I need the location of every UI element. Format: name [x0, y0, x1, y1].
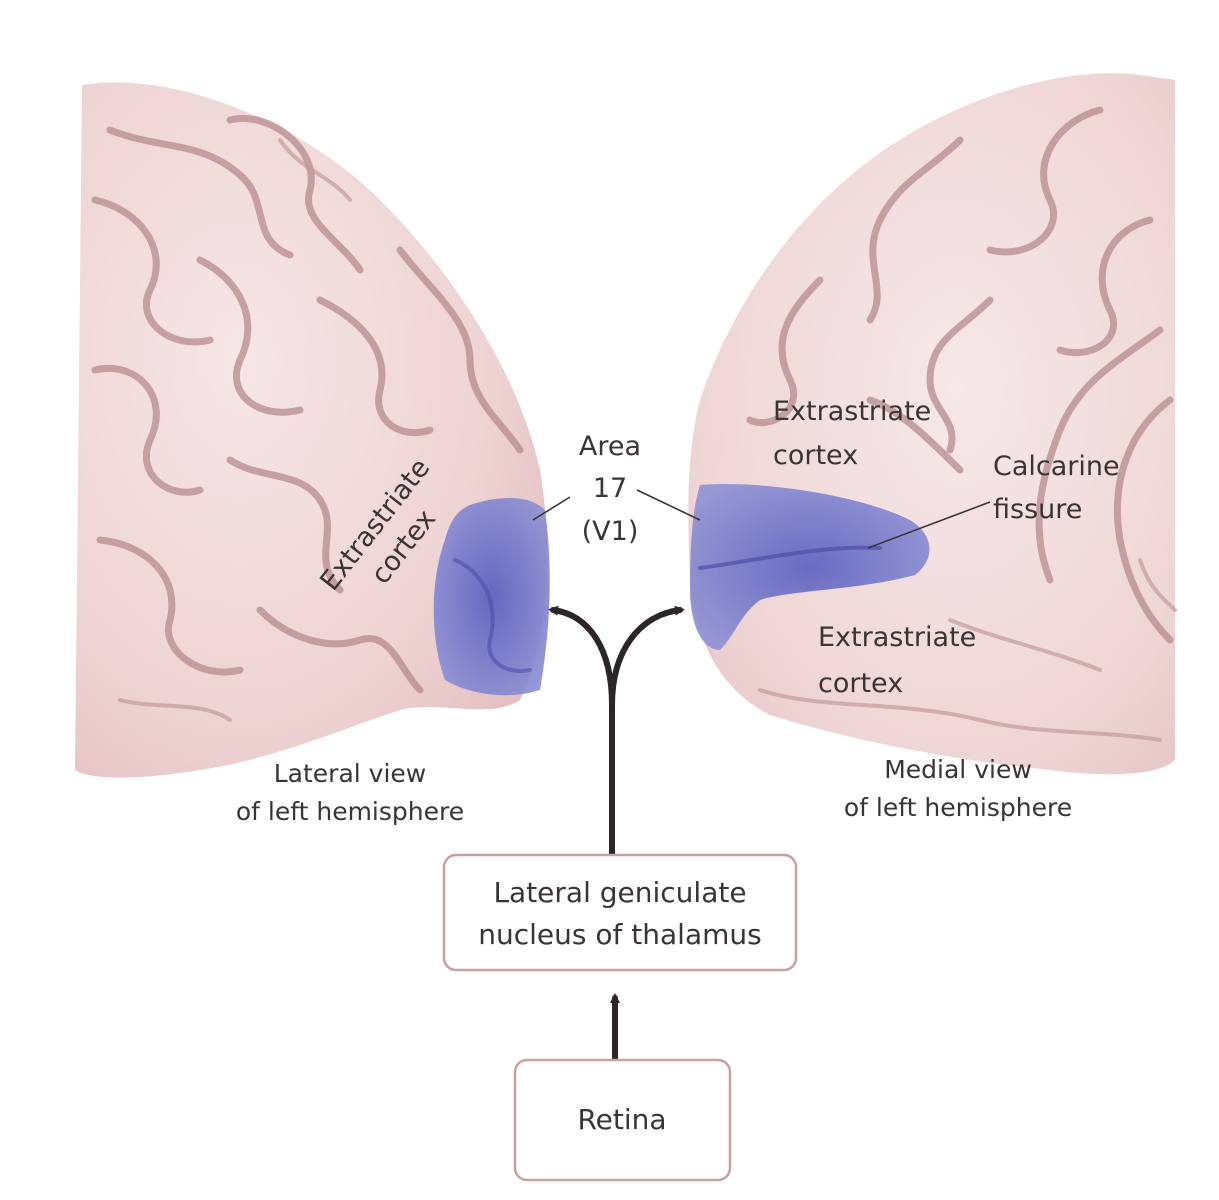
- lateral-view-line2: of left hemisphere: [236, 797, 464, 826]
- left-sulcus-9: [256, 606, 424, 694]
- left-brain-shape: [75, 82, 548, 778]
- right-sulcus-10: [948, 618, 1102, 672]
- area-label-line1: Area: [579, 431, 641, 462]
- right-sulcus-3: [1056, 216, 1154, 357]
- left-sulcus-12: [278, 138, 352, 202]
- medial-view-line2: of left hemisphere: [844, 793, 1072, 822]
- right-extrastriate-bottom-line2: cortex: [818, 668, 903, 699]
- right-sulcus-4: [746, 276, 824, 427]
- retina-box: [513, 1058, 732, 1182]
- left-sulcus-1: [106, 126, 294, 259]
- right-calcarine-line: [698, 545, 882, 570]
- calcarine-leader: [867, 501, 991, 549]
- left-sulcus-10: [396, 246, 524, 454]
- left-sulcus-6: [316, 296, 434, 437]
- calcarine-line2: fissure: [993, 494, 1082, 525]
- left-sulcus-2: [91, 196, 214, 346]
- area17-leader-left: [532, 496, 571, 521]
- right-sulcus-9: [758, 688, 1162, 742]
- retina-box-label: Retina: [577, 1103, 666, 1136]
- right-extrastriate-bottom-line1: Extrastriate: [818, 622, 976, 653]
- left-sulcus-11: [118, 698, 232, 722]
- lgn-to-right-v1-arrow: [609, 605, 685, 708]
- right-sulcus-2: [866, 136, 964, 324]
- right-v1-region: [690, 484, 930, 650]
- left-sulcus-3: [226, 115, 364, 274]
- lgn-box: [442, 853, 798, 972]
- right-extrastriate-top-line2: cortex: [773, 440, 858, 471]
- right-sulcus-6: [1035, 326, 1164, 584]
- medial-view-line1: Medial view: [884, 755, 1032, 784]
- left-v1-region: [433, 498, 550, 696]
- right-sulcus-11: [1138, 558, 1177, 612]
- right-extrastriate-top-line1: Extrastriate: [773, 396, 931, 427]
- right-sulcus-5: [926, 296, 994, 454]
- area17-leader-right: [636, 489, 701, 521]
- right-sulcus-1: [986, 106, 1104, 256]
- right-sulcus-8: [866, 396, 964, 474]
- left-sulcus-4: [196, 256, 304, 416]
- lgn-to-left-v1-arrow: [548, 605, 615, 708]
- lgn-box-line1: Lateral geniculate: [493, 876, 746, 909]
- left-sulcus-8: [96, 536, 244, 676]
- area-label-line2: 17: [593, 473, 627, 504]
- right-brain-shape: [688, 73, 1175, 775]
- calcarine-line1: Calcarine: [993, 451, 1120, 482]
- left-v1-sulcus: [453, 558, 532, 673]
- pathway-arrows: [548, 605, 685, 1063]
- lateral-view-line1: Lateral view: [274, 759, 427, 788]
- area-label-line3: (V1): [582, 516, 639, 547]
- left-sulcus-7: [226, 456, 344, 594]
- left-sulcus-5: [91, 365, 204, 496]
- lgn-box-line2: nucleus of thalamus: [478, 918, 761, 951]
- right-sulcus-7: [1113, 396, 1174, 644]
- right-hemisphere-medial: [688, 73, 1177, 775]
- left-hemisphere-lateral: [75, 82, 550, 778]
